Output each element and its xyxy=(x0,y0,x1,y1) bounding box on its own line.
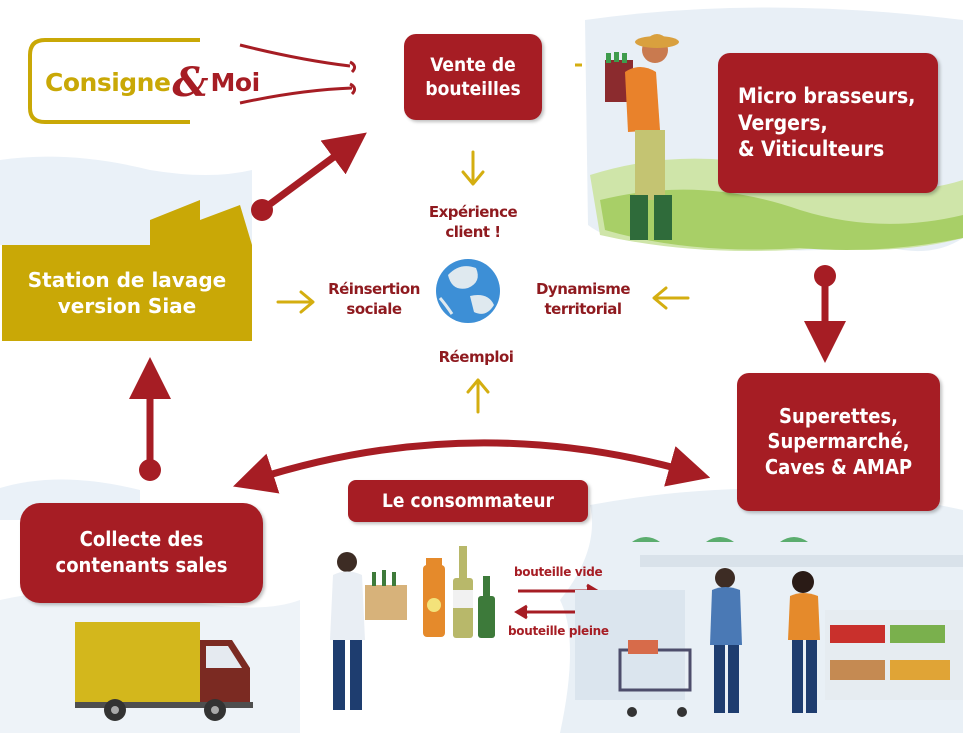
logo[interactable]: Consigne & Moi xyxy=(45,59,261,106)
consumer-illustration xyxy=(330,552,407,710)
vente-bouteilles-box: Vente de bouteilles xyxy=(404,34,542,120)
logo-part1: Consigne xyxy=(45,67,171,97)
bottles-illustration xyxy=(423,546,495,638)
arrow-dots xyxy=(139,199,836,481)
experience-client-label: Expérience client ! xyxy=(428,203,518,241)
collecte-box: Collecte des contenants sales xyxy=(20,503,263,603)
yellow-arrows xyxy=(276,150,690,414)
station-factory-roof xyxy=(150,200,252,245)
farmer-illustration xyxy=(575,34,679,240)
reinsertion-sociale-label: Réinsertion sociale xyxy=(328,280,420,318)
supermarket-illustration xyxy=(575,537,963,717)
reemploi-label: Réemploi xyxy=(438,348,514,366)
bouteille-vide-label: bouteille vide xyxy=(514,565,603,579)
flow-arrows xyxy=(129,132,846,494)
truck-illustration xyxy=(75,622,253,721)
logo-ampersand: & xyxy=(172,58,209,106)
globe-icon xyxy=(436,259,500,323)
logo-part2: Moi xyxy=(210,67,261,97)
dynamisme-territorial-label: Dynamisme territorial xyxy=(535,280,631,318)
bouteille-pleine-label: bouteille pleine xyxy=(508,624,609,638)
station-lavage-box: Station de lavage version Siae xyxy=(2,245,252,341)
superettes-box: Superettes, Supermarché, Caves & AMAP xyxy=(737,373,940,511)
logo-decoration xyxy=(28,38,357,124)
consommateur-box: Le consommateur xyxy=(348,480,588,522)
micro-producteurs-box: Micro brasseurs, Vergers, & Viticulteurs xyxy=(718,53,938,193)
